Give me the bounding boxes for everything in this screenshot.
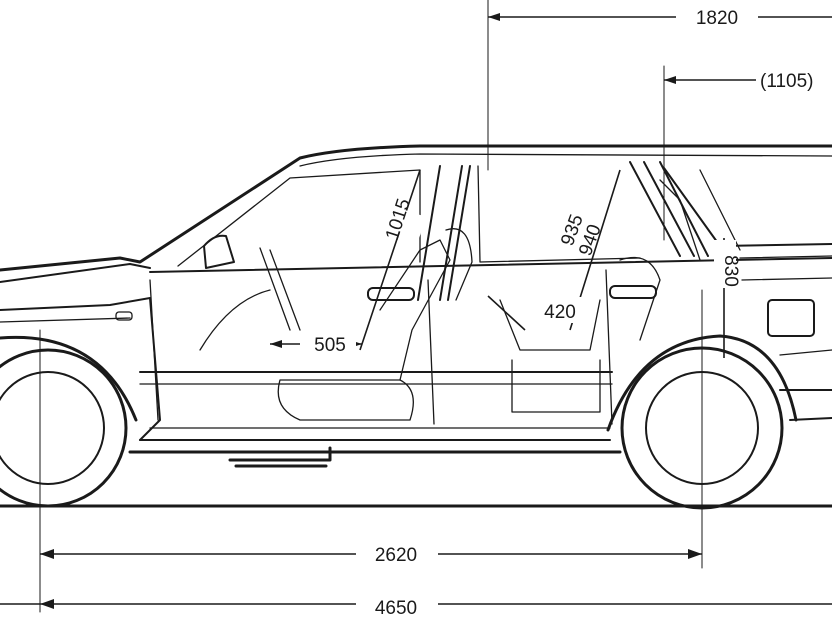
front-door-handle (367, 287, 415, 301)
interior (199, 179, 701, 421)
dimension-seat-cushion: 505 (270, 331, 362, 357)
front-wheel (0, 335, 138, 508)
dimension-overall-length: 4650 (0, 592, 832, 624)
side-mirror (203, 234, 235, 269)
dimension-load-floor: 830 (714, 238, 741, 358)
load-floor-label: 830 (720, 255, 741, 287)
side-marker (115, 311, 133, 321)
dimension-overall-height: 1820 (488, 4, 832, 30)
rear-door-handle (609, 285, 657, 299)
car-body (0, 144, 832, 468)
windows-and-pillars (177, 161, 709, 301)
overall-height-label: 1820 (696, 8, 738, 29)
dimension-rear-seat: 420 (487, 295, 586, 331)
rear-seat-label: 420 (544, 302, 576, 323)
dimension-wheelbase: 2620 (40, 540, 702, 568)
cargo-height-label: (1105) (760, 71, 814, 92)
wheelbase-label: 2620 (375, 545, 417, 566)
dimension-cargo-height: (1105) (664, 71, 814, 92)
extension-lines (39, 0, 703, 613)
rear-wheel (606, 334, 798, 510)
overall-length-label: 4650 (375, 598, 417, 619)
seat-cushion-label: 505 (314, 335, 346, 356)
